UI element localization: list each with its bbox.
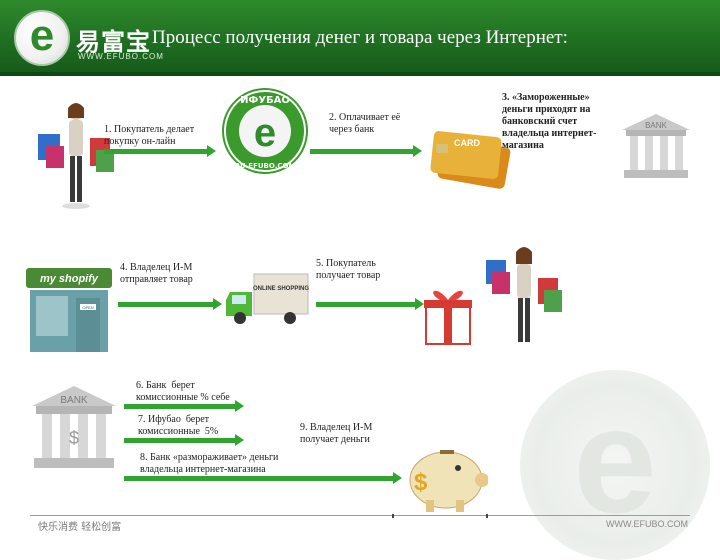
svg-text:ИФУБАО: ИФУБАО (240, 95, 290, 106)
svg-text:BANK: BANK (60, 395, 88, 406)
step-6-label: 6. Банк берет комиссионные % себе (136, 380, 230, 403)
arrow-step-2 (310, 145, 422, 157)
svg-text:BANK: BANK (645, 121, 667, 130)
footer-tick-left (392, 514, 394, 518)
step-8-label: 8. Банк «размораживает» деньги владельца… (140, 452, 279, 475)
shopper-with-bags-illustration (38, 103, 114, 209)
step-5-label: 5. Покупатель получает товар (316, 258, 381, 281)
arrow-step-6 (124, 400, 244, 412)
svg-text:CARD: CARD (454, 138, 480, 148)
arrow-step-1 (104, 145, 216, 157)
step-1-label: 1. Покупатель делает покупку он-лайн (104, 124, 195, 147)
svg-text:$: $ (414, 469, 428, 496)
footer-divider (30, 515, 690, 516)
page-title: Процесс получения денег и товара через И… (152, 27, 568, 48)
footer-slogan: 快乐消费 轻松创富 (38, 522, 122, 533)
delivery-van-icon: ONLINE SHOPPING (226, 273, 309, 324)
footer-url: WWW.EFUBO.COM (606, 519, 688, 529)
arrow-step-4 (118, 298, 222, 310)
logo-url: WWW.EFUBO.COM (78, 52, 164, 61)
online-shop-storefront-icon: my shopify OPEN (26, 268, 112, 352)
watermark-e-icon: e (573, 376, 657, 544)
ifubao-badge-icon: e ИФУБАО RU.EFUBO.COM (222, 88, 308, 174)
svg-text:e: e (254, 111, 276, 155)
svg-text:my shopify: my shopify (40, 273, 99, 285)
step-2-label: 2. Оплачивает её через банк (329, 112, 401, 135)
step-4-label: 4. Владелец И-М отправляет товар (120, 262, 193, 285)
bank-building-top-icon: BANK (622, 114, 690, 178)
logo-chinese-text: 易富宝 (76, 28, 151, 56)
svg-text:OPEN: OPEN (82, 305, 93, 310)
piggy-bank-icon: $ (409, 450, 488, 512)
footer-tick-right (486, 514, 488, 518)
step-3-label: 3. «Замороженные» деньги приходят на бан… (502, 92, 597, 151)
svg-text:ONLINE SHOPPING: ONLINE SHOPPING (253, 286, 309, 292)
credit-cards-icon: CARD (430, 131, 511, 189)
logo-badge (14, 10, 70, 66)
watermark-logo (520, 370, 710, 560)
logo-e-icon: e (29, 11, 55, 60)
svg-text:$: $ (69, 428, 79, 448)
shopper-receives-goods-illustration (486, 247, 562, 342)
step-7-label: 7. Ифубао берет комиссионные 5% (138, 414, 219, 437)
arrow-step-8 (124, 472, 402, 484)
arrow-step-5 (316, 298, 424, 310)
gift-box-icon (424, 290, 472, 345)
header-bar (0, 0, 720, 74)
arrow-step-7 (124, 434, 244, 446)
header-divider (0, 72, 720, 76)
svg-text:RU.EFUBO.COM: RU.EFUBO.COM (235, 162, 296, 170)
bank-building-bottom-icon: BANK $ (32, 386, 116, 468)
step-9-label: 9. Владелец И-М получает деньги (300, 422, 373, 445)
